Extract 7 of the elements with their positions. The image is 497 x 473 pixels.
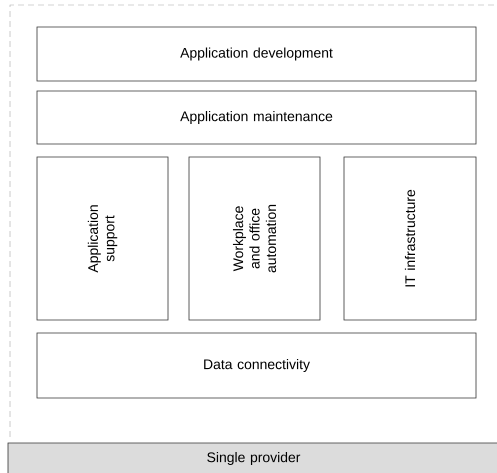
column-box: Application support <box>36 156 168 320</box>
column-box: Workplace and office automation <box>188 156 320 320</box>
layer-box: Data connectivity <box>36 332 476 398</box>
layer-box: Application maintenance <box>36 90 476 144</box>
provider-bar: Single provider <box>8 442 497 473</box>
layer-box: Application development <box>36 26 476 82</box>
column-box: IT infrastructure <box>344 156 476 320</box>
